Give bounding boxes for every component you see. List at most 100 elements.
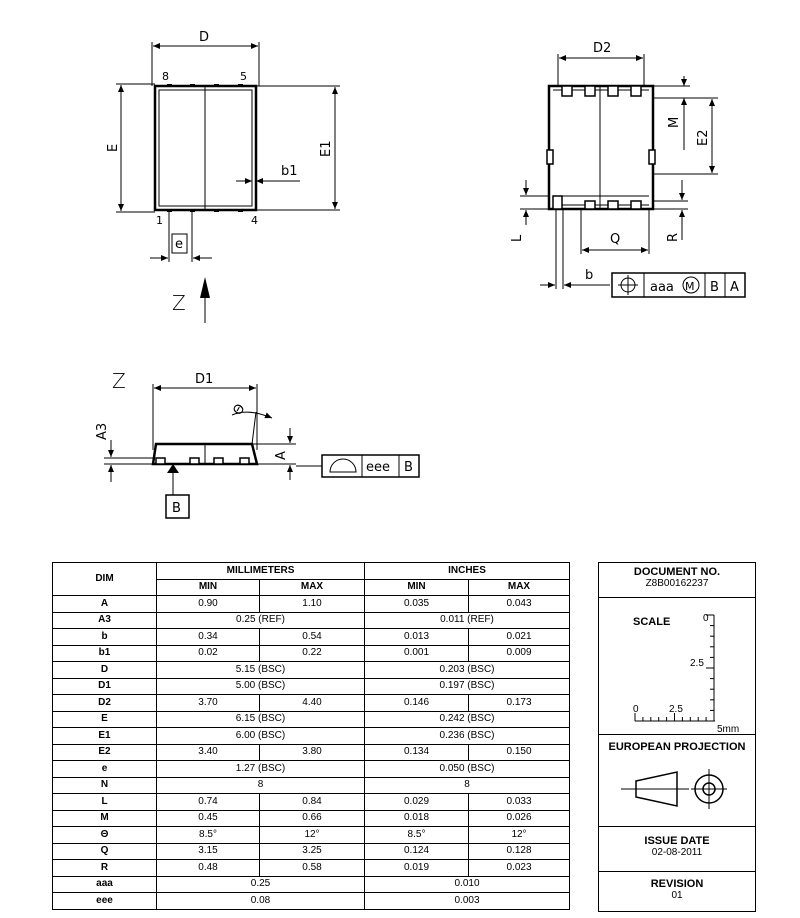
header-inches: INCHES — [364, 562, 570, 580]
fcf-datum-A-label: A — [730, 280, 739, 295]
document-number: Z8B00162237 — [645, 578, 709, 589]
header-mm-min: MIN — [156, 578, 260, 596]
mm-min-cell: 0.48 — [156, 859, 260, 877]
dim-cell: aaa — [52, 875, 157, 893]
scale-label: SCALE — [633, 616, 671, 628]
dim-cell: R — [52, 859, 157, 877]
mmc-modifier-icon — [682, 276, 700, 294]
mm-span-cell: 5.15 (BSC) — [156, 661, 365, 679]
top-view: D 8 5 1 4 E E1 b1 e Z — [106, 30, 340, 323]
header-in-min: MIN — [364, 578, 469, 596]
projection-section: EUROPEAN PROJECTION — [599, 735, 755, 827]
dim-cell: L — [52, 793, 157, 811]
dim-cell: b1 — [52, 644, 157, 662]
dim-R-label: R — [666, 233, 681, 242]
document-section: DOCUMENT NO. Z8B00162237 — [599, 563, 755, 598]
mm-min-cell: 0.34 — [156, 628, 260, 646]
in-min-cell: 0.029 — [364, 793, 469, 811]
mm-min-cell: 8.5° — [156, 826, 260, 844]
side-view-pads — [155, 457, 250, 465]
in-span-cell: 8 — [364, 776, 570, 794]
mm-span-cell: 0.25 (REF) — [156, 611, 365, 629]
dim-cell: E2 — [52, 743, 157, 761]
dim-cell: M — [52, 809, 157, 827]
pin-5-label: 5 — [240, 70, 247, 83]
dim-A3-label: A3 — [95, 423, 110, 440]
header-millimeters: MILLIMETERS — [156, 562, 365, 580]
in-span-cell: 0.203 (BSC) — [364, 661, 570, 679]
in-min-cell: 0.134 — [364, 743, 469, 761]
fcf-aaa-label: aaa — [650, 280, 674, 295]
dim-M-label: M — [667, 117, 682, 128]
side-view: Z D1 Θ A A3 — [95, 369, 420, 519]
dim-theta-label: Θ — [230, 402, 248, 418]
dim-L-label: L — [510, 234, 525, 242]
mm-min-cell: 3.40 — [156, 743, 260, 761]
fcf-modifier-label: M — [685, 280, 695, 293]
mm-span-cell: 1.27 (BSC) — [156, 760, 365, 778]
in-max-cell: 0.033 — [468, 793, 570, 811]
projection-label: EUROPEAN PROJECTION — [608, 741, 746, 753]
issue-date-value: 02-08-2011 — [651, 847, 703, 858]
dim-cell: Q — [52, 842, 157, 860]
mm-span-cell: 0.25 — [156, 875, 365, 893]
view-Z-arrow-label: Z — [172, 291, 186, 315]
issue-date-section: ISSUE DATE 02-08-2011 — [599, 827, 755, 872]
projection-symbol-icon — [621, 769, 727, 809]
in-min-cell: 0.018 — [364, 809, 469, 827]
dim-cell: N — [52, 776, 157, 794]
in-span-cell: 0.011 (REF) — [364, 611, 570, 629]
mm-span-cell: 6.00 (BSC) — [156, 727, 365, 745]
header-mm-max: MAX — [259, 578, 365, 596]
mm-min-cell: 3.70 — [156, 694, 260, 712]
dim-E-label: E — [106, 144, 121, 152]
pin-4-label: 4 — [251, 214, 258, 227]
bottom-view-bottom-pads — [552, 195, 642, 210]
in-max-cell: 0.128 — [468, 842, 570, 860]
mm-min-cell: 0.45 — [156, 809, 260, 827]
dim-D-label: D — [199, 30, 209, 45]
dim-A-label: A — [274, 451, 289, 460]
dim-E2-label: E2 — [696, 130, 711, 147]
dim-E1-label: E1 — [319, 141, 334, 158]
pin-1-label: 1 — [156, 214, 163, 227]
dim-cell: E1 — [52, 727, 157, 745]
mm-max-cell: 12° — [259, 826, 365, 844]
revision-value: 01 — [671, 890, 683, 901]
dim-D2-label: D2 — [593, 41, 611, 56]
in-max-cell: 0.009 — [468, 644, 570, 662]
mm-span-cell: 8 — [156, 776, 365, 794]
dim-cell: A3 — [52, 611, 157, 629]
fcf-eee-label: eee — [366, 460, 390, 475]
scale-v-0: 0 — [703, 613, 709, 624]
in-max-cell: 0.043 — [468, 595, 570, 613]
mm-max-cell: 0.58 — [259, 859, 365, 877]
scale-unit: 5mm — [717, 724, 739, 735]
revision-label: REVISION — [650, 878, 704, 890]
scale-h-25: 2.5 — [669, 704, 683, 715]
title-block: DOCUMENT NO. Z8B00162237 SCALE 0 2.5 0 2… — [598, 562, 756, 912]
top-view-pin-tabs — [167, 84, 243, 212]
package-drawing: D 8 5 1 4 E E1 b1 e Z — [95, 30, 746, 519]
scale-section: SCALE 0 2.5 0 2.5 5mm — [599, 598, 755, 735]
in-span-cell: 0.010 — [364, 875, 570, 893]
datum-B-label: B — [172, 501, 181, 516]
mm-min-cell: 3.15 — [156, 842, 260, 860]
dim-cell: D1 — [52, 677, 157, 695]
scale-ruler: 0 2.5 0 2.5 5mm — [633, 613, 739, 735]
mm-min-cell: 0.02 — [156, 644, 260, 662]
in-span-cell: 0.050 (BSC) — [364, 760, 570, 778]
position-tolerance-frame: aaa M B A — [611, 272, 746, 298]
in-min-cell: 0.001 — [364, 644, 469, 662]
in-max-cell: 0.026 — [468, 809, 570, 827]
